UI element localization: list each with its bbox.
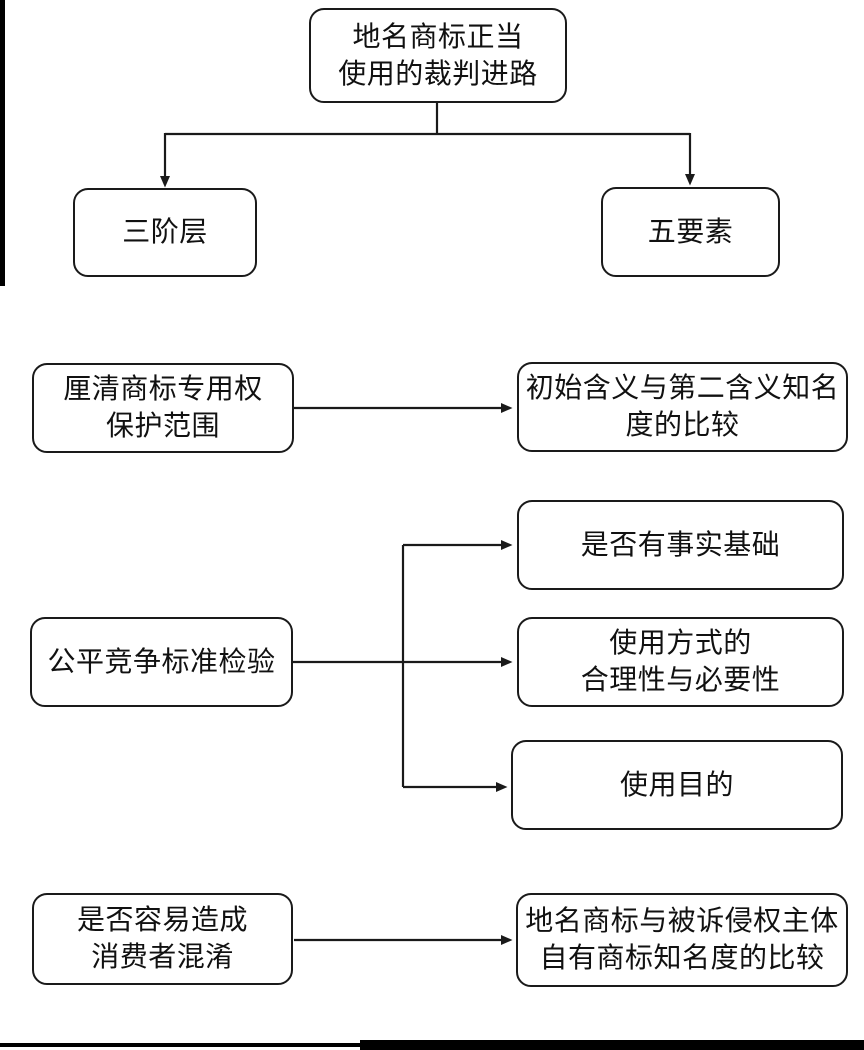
node-factual-basis-label: 是否有事实基础 [580, 528, 781, 560]
scan-artifact-bottom-thin-bar [0, 1043, 362, 1047]
scan-artifact-bottom-thick-bar [360, 1040, 864, 1050]
node-fair-competition: 公平竞争标准检验 [30, 617, 293, 707]
node-root-line2: 使用的裁判进路 [338, 57, 538, 89]
node-usage-manner-line1: 使用方式的 [609, 627, 752, 659]
node-root-line1: 地名商标正当 [352, 20, 524, 52]
node-usage-manner-line2: 合理性与必要性 [580, 664, 781, 695]
node-five-factor-label: 五要素 [647, 215, 734, 247]
node-clarify-scope: 厘清商标专用权 保护范围 [32, 363, 294, 453]
node-fame-compare-line2: 自有商标知名度的比较 [539, 942, 825, 973]
node-root: 地名商标正当 使用的裁判进路 [309, 8, 567, 103]
node-three-tier: 三阶层 [73, 188, 257, 277]
node-factual-basis: 是否有事实基础 [517, 500, 844, 590]
node-meaning-compare-line1: 初始含义与第二含义知名 [525, 372, 840, 404]
node-five-factor: 五要素 [601, 187, 780, 277]
node-fame-compare-line1: 地名商标与被诉侵权主体 [525, 905, 839, 937]
node-meaning-compare-line2: 度的比较 [625, 409, 740, 440]
node-consumer-confusion: 是否容易造成 消费者混淆 [32, 893, 293, 985]
node-fame-compare: 地名商标与被诉侵权主体 自有商标知名度的比较 [516, 893, 848, 987]
node-fair-competition-label: 公平竞争标准检验 [47, 645, 276, 677]
node-usage-manner: 使用方式的 合理性与必要性 [517, 617, 844, 707]
node-consumer-confusion-line2: 消费者混淆 [91, 941, 234, 972]
scan-artifact-left-bar [0, 0, 5, 286]
node-consumer-confusion-line1: 是否容易造成 [76, 904, 248, 936]
node-three-tier-label: 三阶层 [122, 216, 208, 248]
node-meaning-compare: 初始含义与第二含义知名 度的比较 [517, 362, 848, 452]
node-usage-purpose-label: 使用目的 [619, 768, 734, 800]
node-clarify-scope-line2: 保护范围 [105, 410, 220, 441]
node-usage-purpose: 使用目的 [511, 740, 843, 830]
node-clarify-scope-line1: 厘清商标专用权 [63, 373, 263, 405]
